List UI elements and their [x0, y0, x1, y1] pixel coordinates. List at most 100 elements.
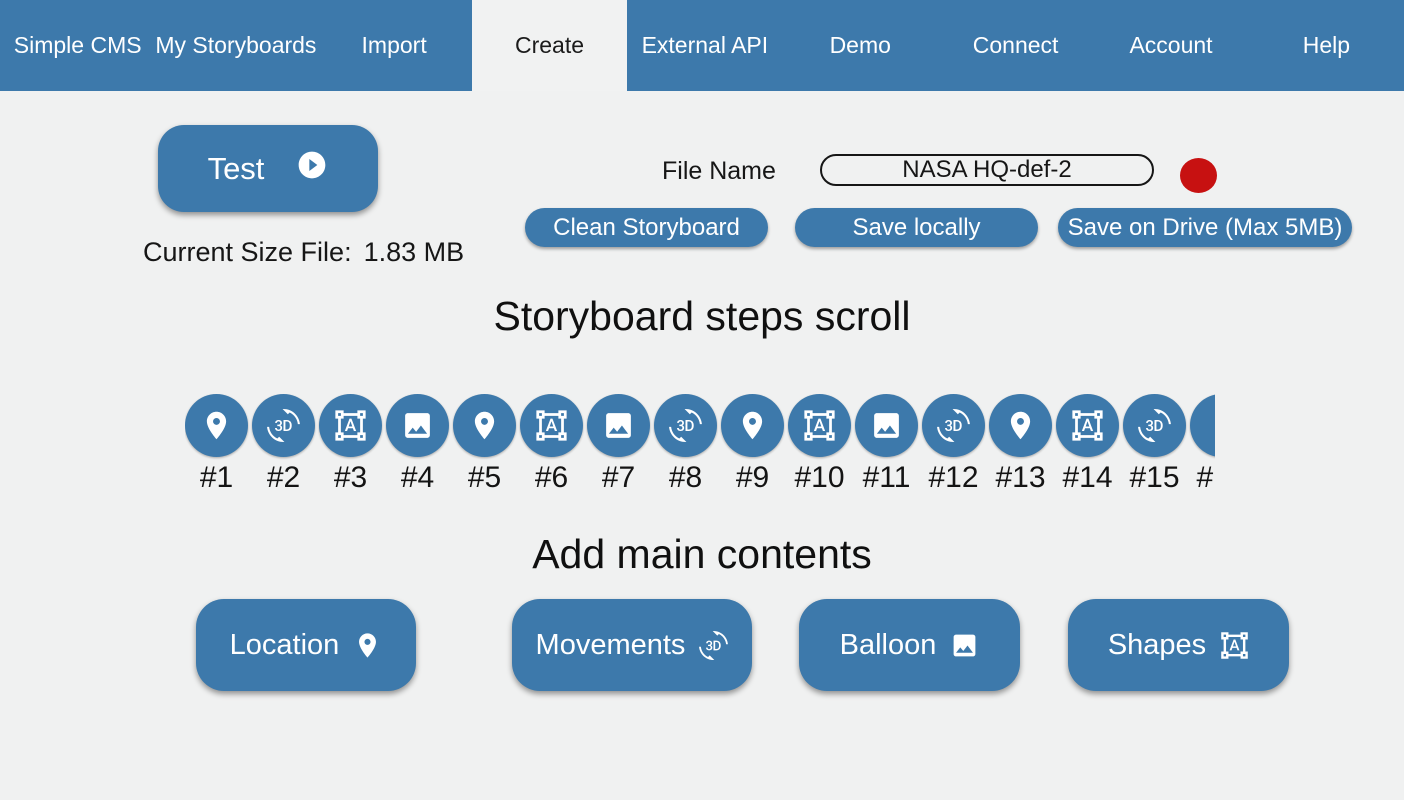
- step-circle[interactable]: [520, 394, 583, 457]
- format-shapes-icon: [334, 409, 367, 442]
- shapes-button[interactable]: Shapes: [1068, 599, 1289, 691]
- storyboard-step-7: #7: [587, 394, 650, 495]
- step-circle[interactable]: [1123, 394, 1186, 457]
- storyboard-step-8: #8: [654, 394, 717, 495]
- storyboard-step-1: #1: [185, 394, 248, 495]
- nav-tab-create[interactable]: Create: [471, 0, 628, 91]
- step-label: #13: [995, 461, 1046, 494]
- file-name-input[interactable]: [820, 154, 1154, 186]
- step-label: #8: [668, 461, 703, 494]
- nav-tab-external-api[interactable]: External API: [627, 0, 782, 91]
- main-button-label: Location: [229, 628, 340, 661]
- location-button[interactable]: Location: [196, 599, 416, 691]
- step-label: #14: [1062, 461, 1113, 494]
- top-navbar: Simple CMS My Storyboards Import Create Exte…: [0, 0, 1404, 91]
- file-name-label: File Name: [662, 157, 776, 185]
- main-button-label: Movements: [535, 628, 686, 661]
- image-icon: [602, 409, 635, 442]
- current-size-label: Current Size File:: [143, 237, 352, 267]
- step-label: #2: [266, 461, 301, 494]
- storyboard-step-5: #5: [453, 394, 516, 495]
- location-pin-icon: [736, 409, 769, 442]
- location-pin-icon: [1004, 409, 1037, 442]
- storyboard-steps-scroll[interactable]: #1 #2 #3 #4 #5 #6 #7 #8 #9 #10 #11 #12 #13 #14 #15 #16: [185, 394, 1215, 498]
- storyboard-step-3: #3: [319, 394, 382, 495]
- nav-tab-label: Demo: [829, 32, 891, 58]
- storyboard-steps-row: #1 #2 #3 #4 #5 #6 #7 #8 #9 #10 #11 #12 #13 #14 #15 #16: [185, 394, 1215, 495]
- step-label: #12: [928, 461, 979, 494]
- nav-tab-connect[interactable]: Connect: [938, 0, 1093, 91]
- current-file-size: Current Size File:1.83 MB: [143, 237, 464, 268]
- nav-tab-simple-cms[interactable]: Simple CMS: [0, 0, 155, 91]
- save-locally-button[interactable]: Save locally: [795, 208, 1038, 247]
- step-circle[interactable]: [319, 394, 382, 457]
- nav-tab-help[interactable]: Help: [1249, 0, 1404, 91]
- nav-tab-label: Account: [1129, 32, 1213, 58]
- recording-indicator-icon: [1180, 158, 1217, 193]
- action-button-label: Clean Storyboard: [553, 213, 740, 241]
- nav-tab-label: Connect: [972, 32, 1059, 58]
- test-button-label: Test: [207, 150, 265, 186]
- nav-tab-my-storyboards[interactable]: My Storyboards: [155, 0, 316, 91]
- storyboard-step-10: #10: [788, 394, 851, 495]
- step-label: #5: [467, 461, 502, 494]
- image-icon: [401, 409, 434, 442]
- main-contents-heading: Add main contents: [532, 531, 872, 577]
- nav-tab-import[interactable]: Import: [316, 0, 471, 91]
- main-button-label: Balloon: [839, 628, 937, 661]
- main-button-label: Shapes: [1107, 628, 1207, 661]
- step-label: #6: [534, 461, 569, 494]
- step-circle[interactable]: [1056, 394, 1119, 457]
- step-circle[interactable]: [453, 394, 516, 457]
- nav-tab-label: Import: [361, 32, 427, 58]
- step-circle[interactable]: [185, 394, 248, 457]
- step-label: #10: [794, 461, 845, 494]
- 3d-rotation-icon: [669, 409, 702, 442]
- storyboard-step-4: #4: [386, 394, 449, 495]
- step-circle[interactable]: [922, 394, 985, 457]
- step-circle[interactable]: [386, 394, 449, 457]
- format-shapes-icon: [535, 409, 568, 442]
- step-label: #3: [333, 461, 368, 494]
- step-circle[interactable]: [788, 394, 851, 457]
- play-circle-icon: [296, 149, 328, 189]
- test-button[interactable]: Test: [158, 125, 378, 212]
- storyboard-step-15: #15: [1123, 394, 1186, 495]
- storyboard-step-13: #13: [989, 394, 1052, 495]
- storyboard-step-12: #12: [922, 394, 985, 495]
- save-on-drive-max-5mb-button[interactable]: Save on Drive (Max 5MB): [1058, 208, 1352, 247]
- nav-tab-label: External API: [641, 32, 769, 58]
- clean-storyboard-button[interactable]: Clean Storyboard: [525, 208, 768, 247]
- nav-tab-label: Simple CMS: [13, 32, 142, 58]
- 3d-rotation-icon: [937, 409, 970, 442]
- step-circle[interactable]: [654, 394, 717, 457]
- step-label: #9: [735, 461, 770, 494]
- 3d-rotation-icon: [1138, 409, 1171, 442]
- nav-tab-label: Create: [514, 32, 585, 58]
- step-circle[interactable]: [252, 394, 315, 457]
- storyboard-heading: Storyboard steps scroll: [493, 293, 911, 339]
- step-circle[interactable]: [587, 394, 650, 457]
- step-circle[interactable]: [989, 394, 1052, 457]
- step-label: #7: [601, 461, 636, 494]
- step-label: #16: [1196, 461, 1215, 494]
- location-pin-icon: [468, 409, 501, 442]
- storyboard-step-14: #14: [1056, 394, 1119, 495]
- movements-button[interactable]: Movements: [512, 599, 752, 691]
- step-circle[interactable]: [1190, 394, 1215, 457]
- storyboard-step-16: #16: [1190, 394, 1215, 495]
- step-circle[interactable]: [721, 394, 784, 457]
- nav-tab-label: My Storyboards: [155, 32, 317, 58]
- nav-tab-account[interactable]: Account: [1093, 0, 1248, 91]
- balloon-button[interactable]: Balloon: [799, 599, 1020, 691]
- image-icon: [870, 409, 903, 442]
- 3d-rotation-icon: [699, 630, 729, 660]
- location-pin-icon: [353, 631, 382, 660]
- step-circle[interactable]: [855, 394, 918, 457]
- nav-tab-demo[interactable]: Demo: [783, 0, 938, 91]
- storyboard-step-11: #11: [855, 394, 918, 495]
- format-shapes-icon: [803, 409, 836, 442]
- step-label: #15: [1129, 461, 1180, 494]
- action-button-label: Save on Drive (Max 5MB): [1067, 213, 1343, 241]
